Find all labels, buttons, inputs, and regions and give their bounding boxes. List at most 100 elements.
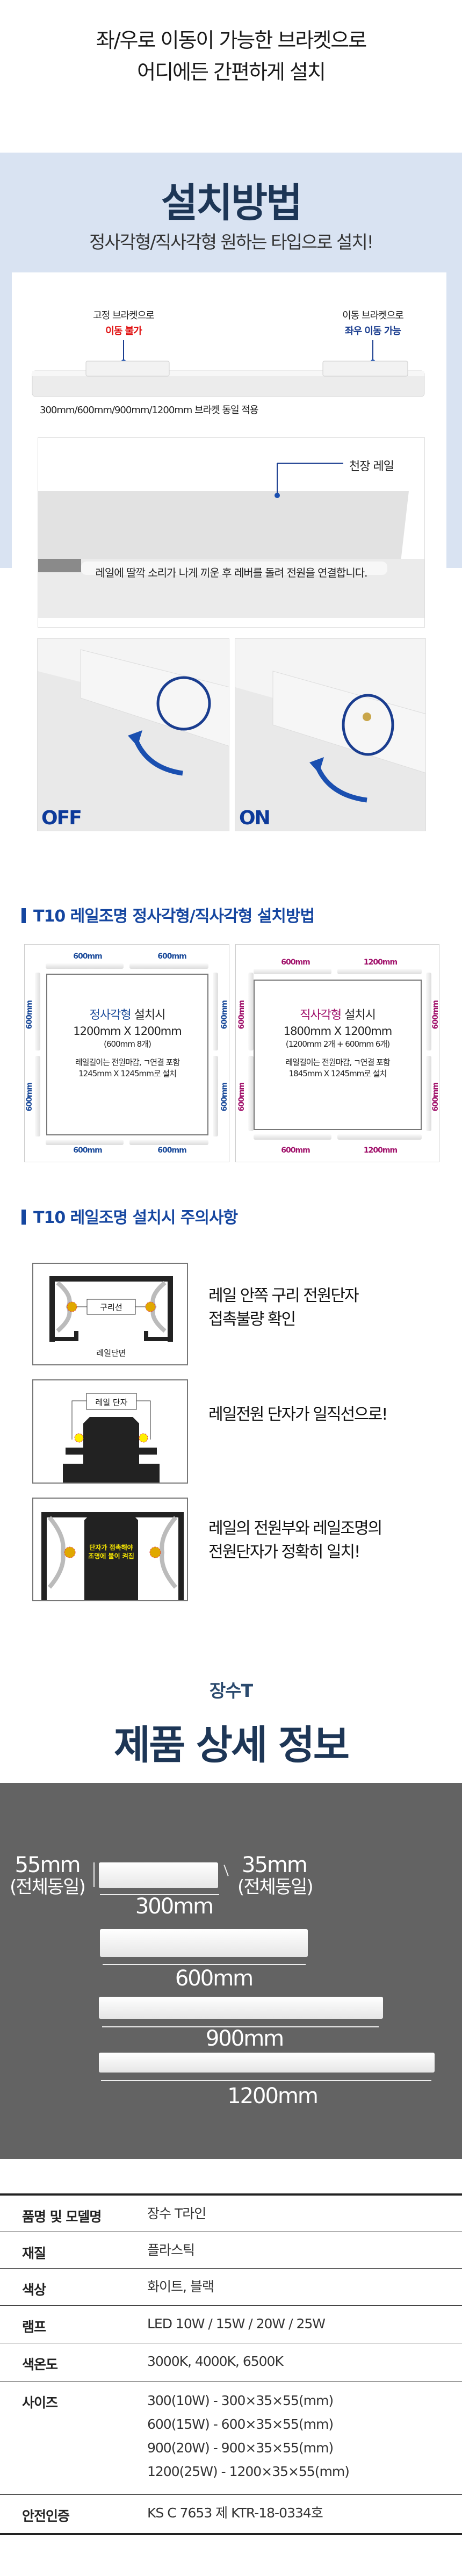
ceiling-rail-caption: 레일에 딸깍 소리가 나게 끼운 후 레버를 돌려 전원을 연결합니다. — [95, 566, 368, 579]
square-top-dim-2: 600mm — [157, 952, 186, 961]
rect-bottom-dim-1: 600mm — [281, 1146, 310, 1155]
square-left-dim: 600mm — [25, 1001, 34, 1030]
length-300: 300mm — [135, 1894, 214, 1919]
square-note-1: 레일길이는 전원마감, ㄱ연결 포함 — [75, 1057, 180, 1068]
spec-value: 플라스틱 — [147, 2239, 195, 2262]
spec-label: 램프 — [22, 2319, 46, 2335]
spec-value-line: 장수 T라인 — [147, 2206, 206, 2221]
rail-section-caption: 레일단면 — [96, 1348, 126, 1358]
spec-value-line: 1200(25W) - 1200×35×55(mm) — [147, 2464, 350, 2479]
spec-value-line: 플라스틱 — [147, 2242, 195, 2258]
spec-value: LED 10W / 15W / 20W / 25W — [147, 2312, 326, 2336]
rect-note-2: 1845mm X 1245mm로 설치 — [288, 1068, 387, 1078]
caution-section-title: T10 레일조명 설치시 주의사항 — [21, 1204, 238, 1228]
height-note: (전체동일) — [10, 1876, 86, 1898]
length-1200: 1200mm — [227, 2084, 319, 2109]
spec-row: 색온도 3000K, 4000K, 6500K — [0, 2343, 462, 2381]
caution-item-2-text: 레일전원 단자가 일직선으로! — [208, 1403, 388, 1427]
spec-value: 장수 T라인 — [147, 2202, 206, 2226]
copper-wire-tag: 구리선 — [100, 1303, 122, 1312]
title-bar-icon — [21, 1210, 26, 1225]
product-300-image — [99, 1862, 218, 1888]
bracket-caption: 300mm/600mm/900mm/1200mm 브라켓 동일 적용 — [40, 405, 258, 416]
product-size-section — [0, 1783, 462, 2159]
spec-value: KS C 7653 제 KTR-18-0334호 — [147, 2501, 323, 2525]
fixed-bracket-label: 고정 브라켓으로 — [93, 310, 155, 321]
rect-note-1: 레일길이는 전원마감, ㄱ연결 포함 — [285, 1057, 390, 1068]
spec-row: 재질 플라스틱 — [0, 2232, 462, 2268]
rect-left-dim: 600mm — [237, 1001, 246, 1030]
depth-dim: 35mm — [242, 1853, 308, 1877]
spec-value-line: 300(10W) - 300×35×55(mm) — [147, 2393, 334, 2408]
square-right-dim: 600mm — [220, 1001, 229, 1030]
spec-label: 색온도 — [22, 2357, 58, 2372]
spec-value-line: 화이트, 블랙 — [147, 2279, 214, 2294]
spec-label: 품명 및 모델명 — [22, 2209, 102, 2225]
install-title: 설치방법 — [161, 180, 302, 226]
square-type: 정사각형 — [89, 1009, 132, 1022]
hero-section: 좌/우로 이동이 가능한 브라켓으로 어디에든 간편하게 설치 — [0, 0, 462, 153]
caution-3-line-2: 전원단자가 정확히 일치! — [208, 1543, 360, 1562]
spec-label: 재질 — [22, 2246, 46, 2261]
moving-bracket-note: 좌우 이동 가능 — [345, 326, 401, 337]
brand-name: 장수T — [209, 1680, 253, 1701]
rect-top-dim-2: 1200mm — [363, 958, 398, 967]
detail-title: 제품 상세 정보 — [113, 1722, 350, 1768]
spec-row: 색상 화이트, 블랙 — [0, 2268, 462, 2305]
spec-value-line: 600(15W) - 600×35×55(mm) — [147, 2416, 334, 2432]
layout-section-title-text: T10 레일조명 정사각형/직사각형 설치방법 — [33, 907, 315, 926]
hero-line-1: 좌/우로 이동이 가능한 브라켓으로 — [96, 28, 367, 52]
square-bottom-dim-1: 600mm — [73, 1146, 102, 1155]
spec-value: 3000K, 4000K, 6500K — [147, 2350, 284, 2373]
product-600-image — [100, 1929, 308, 1957]
terminal-tag-line-2: 조명에 불이 켜짐 — [88, 1552, 134, 1560]
spec-label: 사이즈 — [22, 2395, 58, 2410]
depth-note: (전체동일) — [237, 1876, 314, 1898]
spec-table-bottom-border — [0, 2533, 462, 2535]
moving-bracket-label: 이동 브라켓으로 — [342, 310, 404, 321]
spec-value-line: 900(20W) - 900×35×55(mm) — [147, 2440, 334, 2456]
spec-row: 램프 LED 10W / 15W / 20W / 25W — [0, 2305, 462, 2343]
caution-3-line-1: 레일의 전원부와 레일조명의 — [208, 1519, 382, 1538]
caution-1-line-2: 접촉불량 확인 — [208, 1310, 296, 1329]
product-900-image — [99, 1997, 383, 2019]
spec-value: 300(10W) - 300×35×55(mm) 600(15W) - 600×3… — [147, 2389, 350, 2484]
square-suffix: 설치시 — [131, 1009, 166, 1022]
install-subtitle: 정사각형/직사각형 원하는 타입으로 설치! — [89, 232, 374, 253]
spec-value: 화이트, 블랙 — [147, 2275, 214, 2299]
rect-type: 직사각형 — [300, 1009, 342, 1022]
length-600: 600mm — [175, 1966, 254, 1991]
rect-right-dim: 600mm — [431, 1001, 440, 1030]
rect-left-dim-2: 600mm — [237, 1083, 246, 1112]
square-left-dim-2: 600mm — [25, 1083, 34, 1112]
rect-top-dim-1: 600mm — [281, 958, 310, 967]
lever-on-photo — [235, 638, 426, 831]
square-top-dim-1: 600mm — [73, 952, 102, 961]
hero-line-2: 어디에든 간편하게 설치 — [137, 60, 326, 84]
ceiling-rail-label: 천장 레일 — [349, 460, 394, 473]
spec-value-line: LED 10W / 15W / 20W / 25W — [147, 2316, 326, 2332]
spec-row: 품명 및 모델명 장수 T라인 — [0, 2196, 462, 2232]
layout-section-title: T10 레일조명 정사각형/직사각형 설치방법 — [21, 903, 315, 926]
square-right-dim-2: 600mm — [220, 1083, 229, 1112]
caution-section-title-text: T10 레일조명 설치시 주의사항 — [33, 1208, 238, 1227]
rail-bracket-photo — [32, 340, 425, 397]
rail-terminal-diagram: 레일 단자 — [32, 1379, 188, 1484]
rect-right-dim-2: 600mm — [431, 1083, 440, 1112]
rect-suffix: 설치시 — [341, 1009, 376, 1022]
caution-2-line-1: 레일전원 단자가 일직선으로! — [208, 1405, 388, 1424]
length-900: 900mm — [205, 2026, 284, 2051]
on-label: ON — [239, 807, 271, 829]
rail-terminal-tag: 레일 단자 — [95, 1398, 128, 1407]
spec-label: 색상 — [22, 2282, 46, 2298]
terminal-tag-line-1: 단자가 접촉해야 — [89, 1544, 133, 1551]
spec-row: 사이즈 300(10W) - 300×35×55(mm) 600(15W) - 60… — [0, 2381, 462, 2494]
spec-value-line: 3000K, 4000K, 6500K — [147, 2354, 284, 2369]
product-1200-image — [99, 2053, 435, 2073]
off-label: OFF — [41, 807, 82, 829]
